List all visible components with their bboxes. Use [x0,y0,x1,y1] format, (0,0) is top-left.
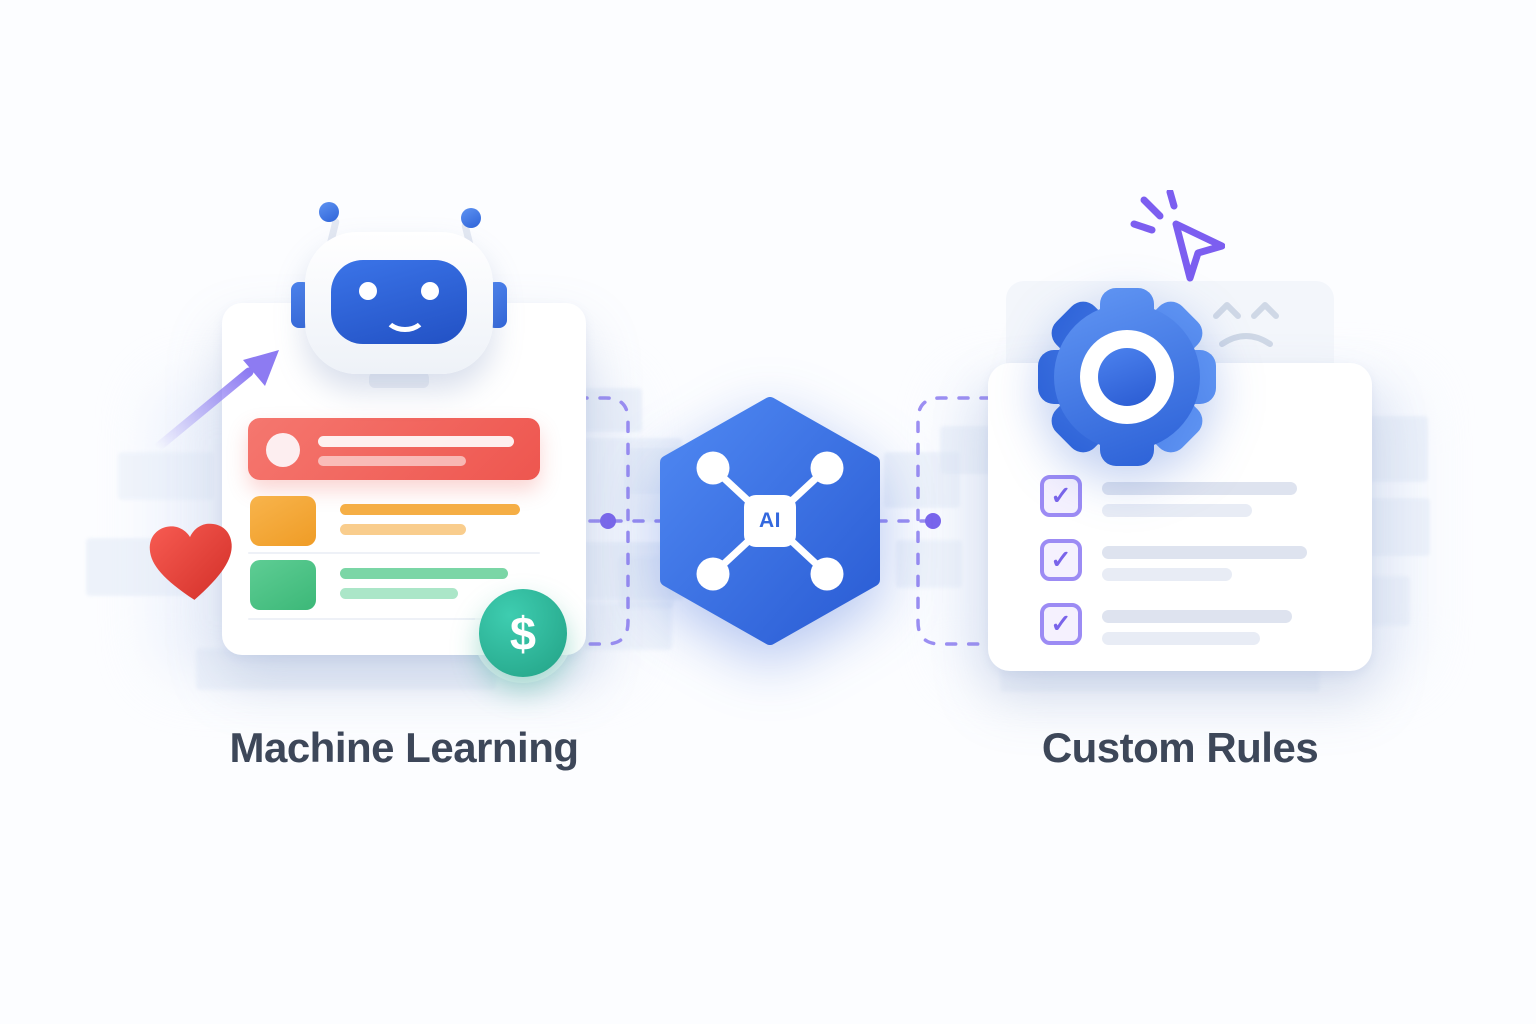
check-icon: ✓ [1050,609,1072,638]
robot-face [331,260,467,344]
dollar-coin-icon: $ [479,589,567,677]
gear-icon [1038,288,1216,466]
bg-pixel [884,452,960,508]
text-line [340,588,458,599]
antenna-ball [461,208,481,228]
robot-head [305,232,493,374]
check-icon: ✓ [1050,481,1072,510]
ai-chip-label: AI [759,509,781,532]
divider [248,552,540,554]
bg-pixel [196,648,496,690]
check-icon: ✓ [1050,545,1072,574]
robot-eye [359,282,377,300]
checkbox-checked: ✓ [1040,603,1082,645]
trend-arrow-icon [152,350,279,453]
text-line [1102,610,1292,623]
antenna-ball [319,202,339,222]
text-line [1102,482,1297,495]
network-nodes [696,451,844,591]
bg-pixel [940,426,996,474]
text-line [340,524,466,535]
text-line [318,456,466,466]
bg-pixel [896,540,962,588]
robot-smile [383,298,427,332]
left-group-title: Machine Learning [229,724,579,771]
gear-core [1098,348,1156,406]
click-cursor-icon [1130,190,1225,282]
text-line [1102,568,1232,581]
text-line [1102,546,1307,559]
text-line [340,568,508,579]
connector-dot-right [925,513,941,529]
ai-chip: AI [744,495,796,547]
text-line [1102,632,1260,645]
list-item-green [250,560,316,610]
text-line [340,504,520,515]
sad-face-icon [1213,302,1279,347]
avatar [266,433,300,467]
robot-icon [291,198,507,393]
checkbox-checked: ✓ [1040,539,1082,581]
robot-neck [369,372,429,388]
list-item-orange [250,496,316,546]
right-group-title: Custom Rules [1041,724,1319,771]
heart-icon [149,523,232,600]
dollar-symbol: $ [509,606,537,660]
divider [248,618,540,620]
robot-eye [421,282,439,300]
checkbox-checked: ✓ [1040,475,1082,517]
text-line [1102,504,1252,517]
connector-dot-left [600,513,616,529]
list-item-red [248,418,540,480]
text-line [318,436,514,447]
bg-pixel [118,452,214,500]
